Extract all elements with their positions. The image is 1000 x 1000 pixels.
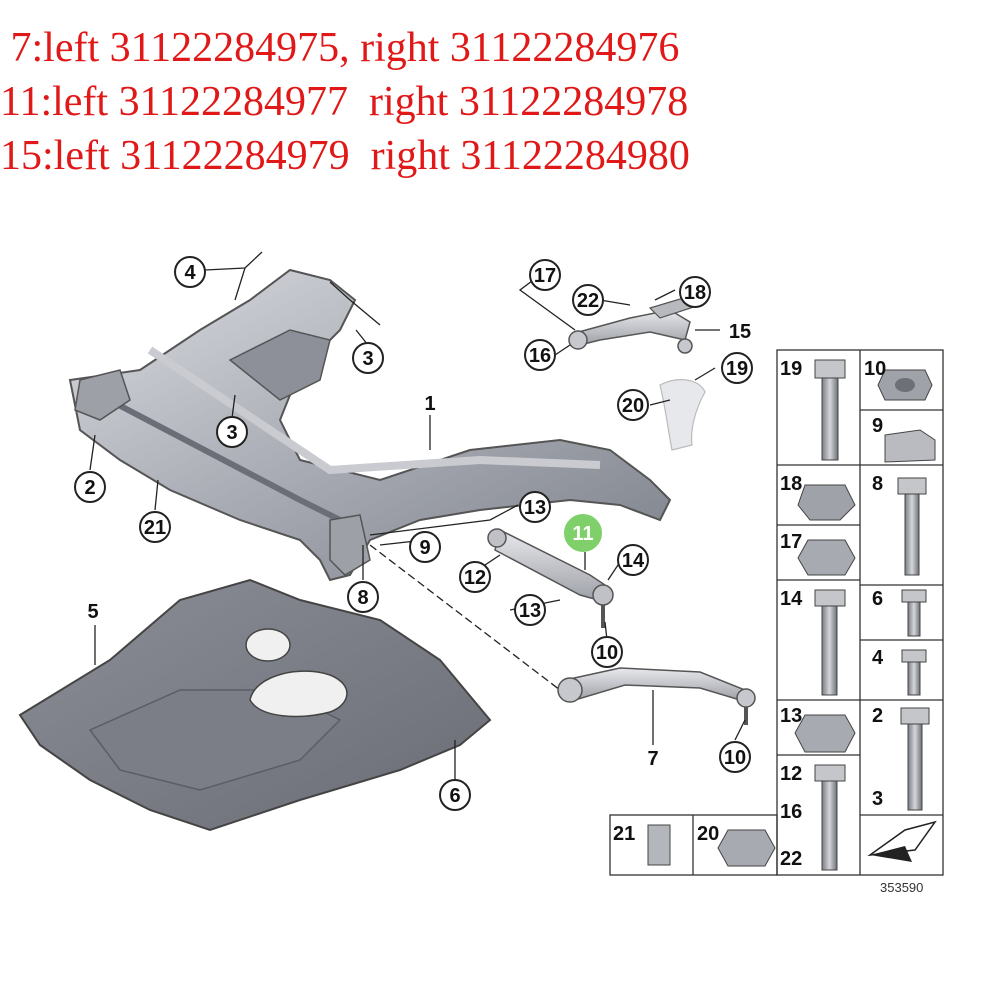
callout-9: 9 <box>409 531 441 563</box>
svg-text:4: 4 <box>184 262 196 284</box>
svg-text:18: 18 <box>684 282 706 304</box>
table-label-2: 2 <box>872 705 883 727</box>
table-label-19: 19 <box>780 358 802 380</box>
callout-3a: 3 <box>352 342 384 374</box>
control-arm-11-part <box>487 528 614 628</box>
callout-10a: 10 <box>591 636 623 668</box>
table-label-9: 9 <box>872 415 883 437</box>
svg-text:11: 11 <box>572 523 593 545</box>
parts-table-labels: 19 10 9 18 8 17 14 6 4 13 2 12 16 22 3 2… <box>613 358 886 870</box>
callout-13a: 13 <box>519 491 551 523</box>
figure-number: 353590 <box>880 880 923 895</box>
svg-text:10: 10 <box>724 747 746 769</box>
svg-text:19: 19 <box>726 358 748 380</box>
header-line-1: 7:left 31122284975, right 31122284976 <box>0 25 680 71</box>
callout-21: 21 <box>139 511 171 543</box>
table-label-8: 8 <box>872 473 883 495</box>
callout-10b: 10 <box>719 741 751 773</box>
callout-19: 19 <box>721 352 753 384</box>
label-5: 5 <box>87 601 98 623</box>
table-label-3: 3 <box>872 788 883 810</box>
callout-11: 11 <box>564 514 602 552</box>
header-line-3: 15:left 31122284979 right 31122284980 <box>0 133 690 179</box>
svg-text:12: 12 <box>464 567 486 589</box>
label-15: 15 <box>729 321 751 343</box>
table-label-10: 10 <box>864 358 886 380</box>
svg-text:6: 6 <box>449 785 460 807</box>
hardware-icons <box>647 359 937 871</box>
table-label-20: 20 <box>697 823 719 845</box>
parts-table <box>609 349 944 876</box>
svg-text:17: 17 <box>534 265 556 287</box>
callout-17: 17 <box>529 259 561 291</box>
label-1: 1 <box>424 393 435 415</box>
svg-text:9: 9 <box>419 537 430 559</box>
svg-text:22: 22 <box>577 290 599 312</box>
callout-22: 22 <box>572 284 604 316</box>
callout-2: 2 <box>74 471 106 503</box>
callout-3b: 3 <box>216 416 248 448</box>
table-label-12: 12 <box>780 763 802 785</box>
callout-20: 20 <box>617 389 649 421</box>
table-label-14: 14 <box>780 588 803 610</box>
callout-12: 12 <box>459 561 491 593</box>
table-label-6: 6 <box>872 588 883 610</box>
underbody-plate-part <box>18 578 492 832</box>
svg-text:20: 20 <box>622 395 644 417</box>
callout-18: 18 <box>679 276 711 308</box>
callout-6: 6 <box>439 779 471 811</box>
svg-text:16: 16 <box>529 345 551 367</box>
svg-text:13: 13 <box>524 497 546 519</box>
svg-text:10: 10 <box>596 642 618 664</box>
wishbone-7-part <box>557 667 756 725</box>
callout-14: 14 <box>617 544 649 576</box>
svg-text:8: 8 <box>357 587 368 609</box>
callout-8: 8 <box>347 581 379 613</box>
svg-text:14: 14 <box>622 550 645 572</box>
callout-16: 16 <box>524 339 556 371</box>
table-label-21: 21 <box>613 823 635 845</box>
table-label-22: 22 <box>780 848 802 870</box>
svg-text:2: 2 <box>84 477 95 499</box>
callout-4: 4 <box>174 256 206 288</box>
svg-text:3: 3 <box>226 422 237 444</box>
svg-text:13: 13 <box>519 600 541 622</box>
table-label-16: 16 <box>780 801 802 823</box>
callout-group: 4 3 3 2 21 8 9 12 13 13 11 14 10 10 6 17… <box>74 256 753 811</box>
table-label-13: 13 <box>780 705 802 727</box>
header-line-2: 11:left 31122284977 right 31122284978 <box>0 79 689 125</box>
label-7: 7 <box>647 748 658 770</box>
table-label-4: 4 <box>872 647 884 669</box>
callout-13b: 13 <box>514 594 546 626</box>
parts-diagram: 4 3 3 2 21 8 9 12 13 13 11 14 10 10 6 17… <box>18 251 944 895</box>
svg-text:21: 21 <box>144 517 166 539</box>
svg-text:3: 3 <box>362 348 373 370</box>
shield-20-part <box>659 379 706 451</box>
table-label-18: 18 <box>780 473 802 495</box>
table-label-17: 17 <box>780 531 802 553</box>
